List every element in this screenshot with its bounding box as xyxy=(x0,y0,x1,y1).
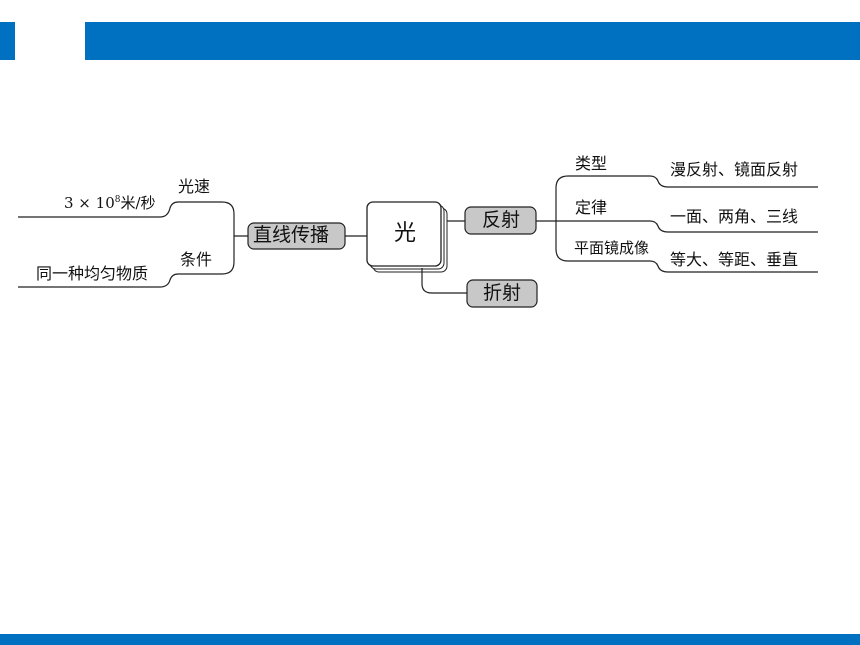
branch-speed-of-light: 光速 xyxy=(178,177,211,196)
node-rectilinear-propagation: 直线传播 xyxy=(253,224,330,246)
center-topic-light: 光 xyxy=(394,221,417,246)
header-bar xyxy=(85,22,860,60)
branch-condition: 条件 xyxy=(180,250,213,269)
leaf-plane-mirror: 等大、等距、垂直 xyxy=(670,250,799,269)
header-accent-block xyxy=(0,22,15,60)
branch-plane-mirror: 平面镜成像 xyxy=(574,239,650,257)
node-reflection: 反射 xyxy=(482,209,521,231)
footer-bar xyxy=(0,634,860,645)
node-refraction: 折射 xyxy=(483,282,522,304)
branch-type: 类型 xyxy=(575,154,608,173)
leaf-reflection-law: 一面、两角、三线 xyxy=(670,207,799,226)
leaf-speed-value: 3 × 108米/秒 xyxy=(64,194,156,212)
leaf-reflection-types: 漫反射、镜面反射 xyxy=(670,160,799,179)
branch-law: 定律 xyxy=(575,198,608,217)
leaf-uniform-medium: 同一种均匀物质 xyxy=(36,264,149,283)
